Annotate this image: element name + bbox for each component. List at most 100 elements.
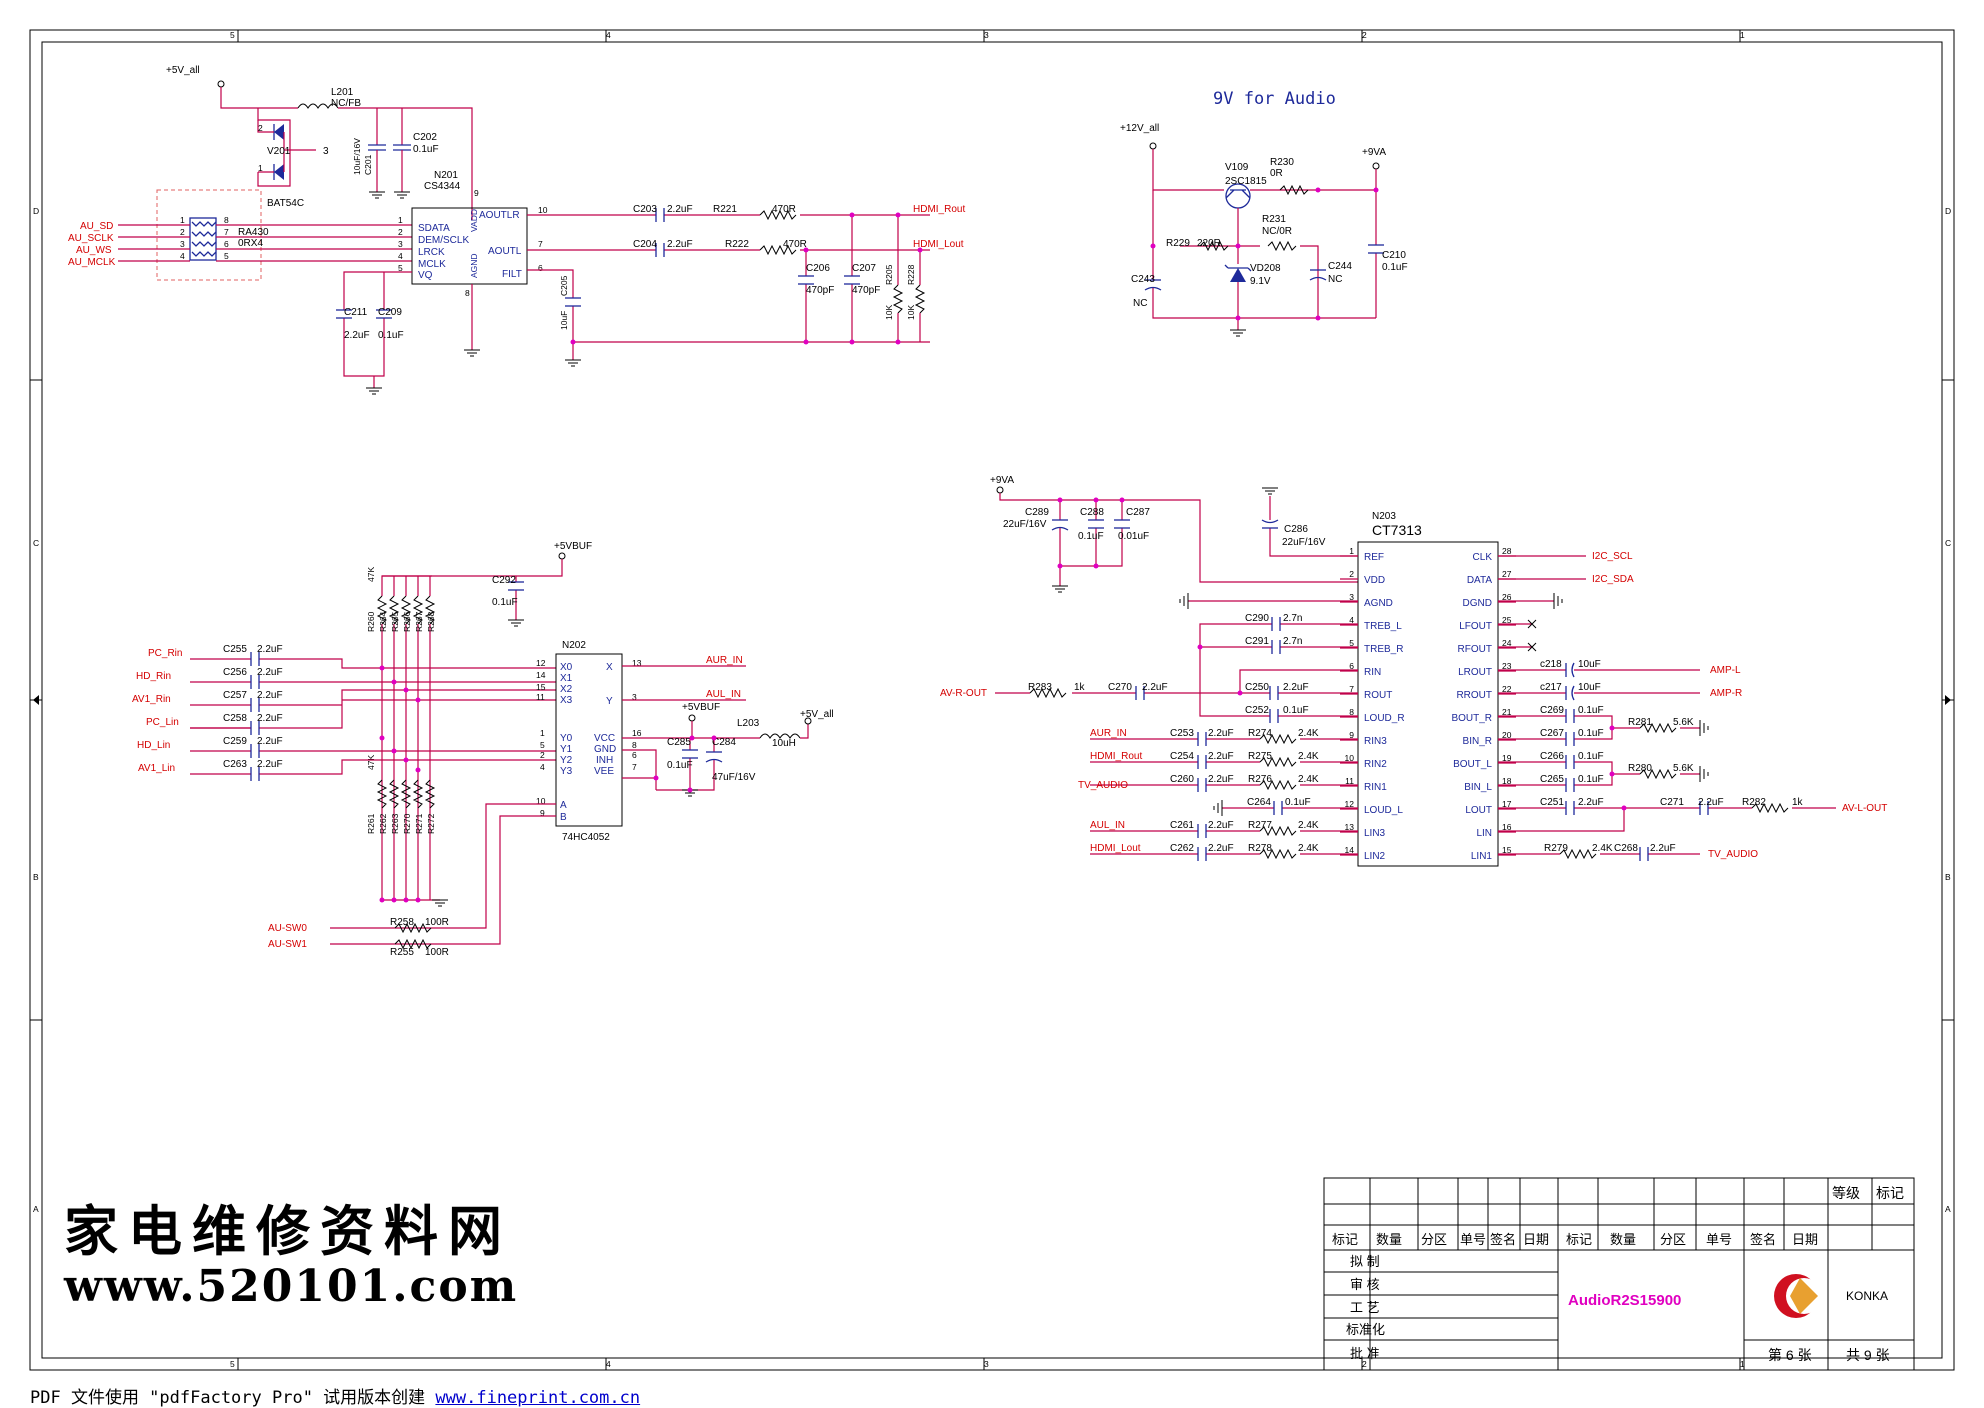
bat54c: BAT54C [267,198,304,209]
svg-text:2.2uF: 2.2uF [1698,797,1724,808]
svg-text:0.1uF: 0.1uF [1578,705,1604,716]
c210-value: 0.1uF [1382,262,1408,273]
footer-link[interactable]: www.fineprint.com.cn [435,1388,641,1408]
svg-text:签名: 签名 [1750,1232,1776,1247]
pin-number-right: 17 [1502,799,1512,809]
svg-text:2.2uF: 2.2uF [1650,843,1676,854]
svg-text:C253: C253 [1170,728,1194,739]
c292-value: 0.1uF [492,597,518,608]
in-av1-lin: AV1_Lin [138,763,175,774]
svg-text:批 准: 批 准 [1350,1346,1380,1361]
svg-text:2.4K: 2.4K [1298,820,1319,831]
svg-text:R281: R281 [1628,717,1652,728]
svg-text:标准化: 标准化 [1346,1322,1385,1337]
net-av-l-out: AV-L-OUT [1842,803,1887,814]
grid-left-C: C [33,538,39,548]
svg-text:4: 4 [180,251,185,261]
svg-text:2: 2 [540,750,545,760]
svg-text:VCC: VCC [594,733,615,744]
svg-text:分区: 分区 [1421,1232,1447,1247]
c243-value: NC [1133,298,1147,309]
r255-ref: R255 [390,947,414,958]
svg-text:FILT: FILT [502,269,522,280]
svg-text:8: 8 [224,215,229,225]
c206-value: 470pF [806,285,834,296]
r221-value: 470R [772,204,796,215]
svg-text:标记: 标记 [1566,1232,1592,1247]
c211-ref: C211 [344,307,368,318]
grid-top-4: 4 [606,30,611,40]
svg-text:8: 8 [465,288,470,298]
c211-value: 2.2uF [344,330,370,341]
svg-text:工 艺: 工 艺 [1350,1300,1380,1315]
ic-74hc4052 [555,653,623,827]
mux-5v-all: +5V_all [800,709,834,720]
watermark: 家电维修资料网 www.520101.com [64,1200,518,1312]
net-proc-aul-in: AUL_IN [1090,820,1125,831]
pin-number-right: 18 [1502,776,1512,786]
svg-text:2.2uF: 2.2uF [1208,820,1234,831]
net-av-r-out: AV-R-OUT [940,688,987,699]
n203-part: CT7313 [1372,522,1422,538]
svg-text:C271: C271 [1660,797,1684,808]
svg-text:C260: C260 [1170,774,1194,785]
pin-number-right: 26 [1502,592,1512,602]
r258-ref: R258 [390,917,414,928]
pin-label-lout: LOUT [1465,805,1492,816]
net-hdmi-lout: HDMI_Lout [913,239,964,250]
pin-label-loud-l: LOUD_L [1364,805,1403,816]
svg-text:0.1uF: 0.1uF [1578,751,1604,762]
svg-text:1k: 1k [1074,682,1086,693]
pin-label-vdd: VDD [1364,575,1385,586]
svg-text:VADD: VADD [469,209,479,232]
n202-part: 74HC4052 [562,832,610,843]
svg-text:审 核: 审 核 [1350,1277,1380,1292]
footer: PDF 文件使用 "pdfFactory Pro" 试用版本创建 www.fin… [30,1383,640,1408]
ct7313-pins: REF1CLK28VDD2DATA27AGND3DGND26TREB_L4LFO… [1340,546,1516,862]
svg-text:C262: C262 [1170,843,1194,854]
svg-text:R268: R268 [426,611,436,632]
svg-text:R274: R274 [1248,728,1272,739]
pin-number-right: 19 [1502,753,1512,763]
l203-ref: L203 [737,718,760,729]
in-av1-rin: AV1_Rin [132,694,171,705]
grid-bottom-1: 1 [1740,1359,1745,1369]
svg-text:B: B [560,812,567,823]
net-amp-l: AMP-L [1710,665,1741,676]
svg-text:R260: R260 [366,611,376,632]
c285-ref: C285 [667,737,691,748]
drawing-frame: 5 4 3 2 1 5 4 3 2 1 D C B A D C B A [29,29,1955,1371]
svg-text:R272: R272 [426,813,436,834]
net-hdmi-rout: HDMI_Rout [913,204,965,215]
svg-text:C266: C266 [1540,751,1564,762]
l201-value: NC/FB [331,98,361,109]
svg-text:R277: R277 [1248,820,1272,831]
svg-text:R262: R262 [378,813,388,834]
n201-part: CS4344 [424,181,461,192]
c204-value: 2.2uF [667,239,693,250]
svg-text:2.2uF: 2.2uF [1208,774,1234,785]
svg-text:Y3: Y3 [560,766,573,777]
svg-text:R261: R261 [366,813,376,834]
in-pc-rin: PC_Rin [148,648,182,659]
in-au-mclk: AU_MCLK [68,257,116,268]
svg-text:R265: R265 [390,611,400,632]
svg-text:7: 7 [224,227,229,237]
svg-text:7: 7 [632,762,637,772]
svg-text:5: 5 [224,251,229,261]
svg-text:2.2uF: 2.2uF [1283,682,1309,693]
net-proc-tv-audio: TV_AUDIO [1078,780,1128,791]
r230-ref: R230 [1270,157,1294,168]
grid-right-C: C [1945,538,1951,548]
c210-ref: C210 [1382,250,1406,261]
svg-text:C270: C270 [1108,682,1132,693]
pin-label-lin3: LIN3 [1364,828,1386,839]
svg-text:C254: C254 [1170,751,1194,762]
svg-text:10uF: 10uF [1578,682,1601,693]
net-proc-hdmi-rout: HDMI_Rout [1090,751,1142,762]
in-au-sw0: AU-SW0 [268,923,307,934]
svg-text:数量: 数量 [1610,1232,1636,1247]
pin-label-bin-l: BIN_L [1464,782,1492,793]
svg-text:签名: 签名 [1490,1232,1516,1247]
svg-text:10: 10 [538,205,548,215]
